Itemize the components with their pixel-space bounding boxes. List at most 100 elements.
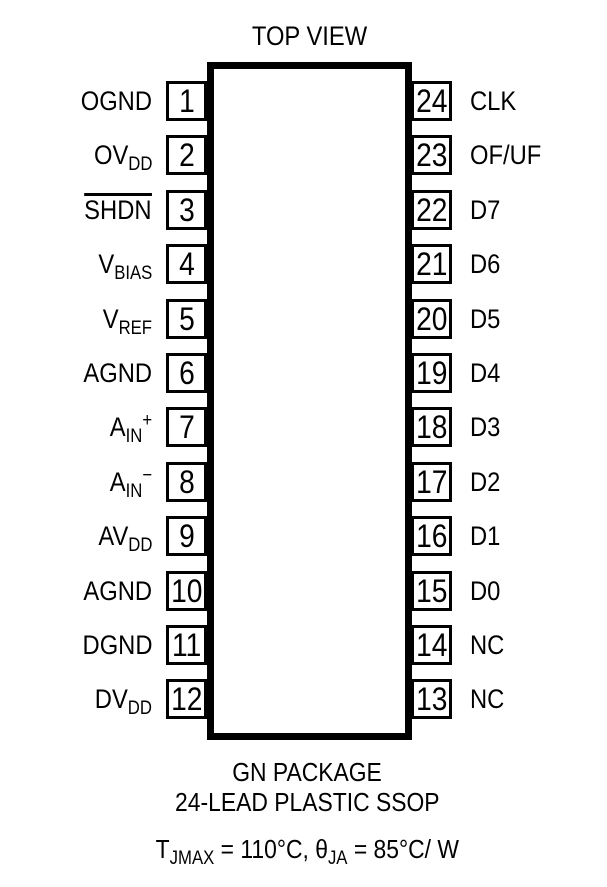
pin-row: 5 VREF bbox=[0, 299, 607, 339]
pin-row: 11 DGND bbox=[0, 625, 607, 665]
pin-number: 1 bbox=[178, 83, 195, 119]
pin-row: 17 D2 bbox=[0, 462, 607, 502]
label-text: D4 bbox=[470, 358, 501, 388]
subscript-text: IN bbox=[125, 426, 143, 447]
label-text: CLK bbox=[470, 86, 517, 116]
pin-label-text: D3 bbox=[470, 407, 500, 447]
pin-label: AGND bbox=[0, 353, 152, 393]
pin-number: 20 bbox=[416, 301, 448, 337]
label-text: NC bbox=[470, 630, 505, 660]
pin-label-text: VREF bbox=[103, 299, 152, 339]
pin-label-text: D5 bbox=[470, 299, 500, 339]
pin-label: SHDN bbox=[0, 190, 152, 230]
pin-label: AIN+ bbox=[0, 407, 152, 447]
subscript-text: DD bbox=[127, 154, 152, 175]
pin-number-box: 1 bbox=[166, 81, 207, 121]
pin-label-text: D2 bbox=[470, 462, 500, 502]
pin-label: OVDD bbox=[0, 135, 152, 175]
pin-number-box: 12 bbox=[166, 679, 207, 719]
label-text: A bbox=[109, 467, 126, 497]
pin-number-box: 5 bbox=[166, 299, 207, 339]
pin-label: OF/UF bbox=[470, 135, 551, 175]
pin-row: 6 AGND bbox=[0, 353, 607, 393]
pin-number-box: 11 bbox=[166, 625, 207, 665]
pin-label: D6 bbox=[470, 244, 505, 284]
pin-label-text: DVDD bbox=[95, 679, 152, 719]
overline-text: SHDN bbox=[84, 193, 152, 225]
pin-row: 9 AVDD bbox=[0, 516, 607, 556]
pin-row: 14 NC bbox=[0, 625, 607, 665]
label-text: D2 bbox=[470, 467, 501, 497]
pin-number: 8 bbox=[178, 464, 195, 500]
subscript-text: JA bbox=[327, 848, 348, 869]
pin-label: NC bbox=[470, 679, 509, 719]
pin-number: 10 bbox=[171, 573, 203, 609]
thermal-note-text: TJMAX = 110°C, θJA = 85°C/ W bbox=[155, 834, 458, 868]
pin-label-text: D4 bbox=[470, 353, 500, 393]
package-footer: GN PACKAGE 24-LEAD PLASTIC SSOP bbox=[7, 757, 607, 817]
pin-row: 12 DVDD bbox=[0, 679, 607, 719]
label-text: = 85°C/ W bbox=[347, 834, 459, 864]
pin-number: 11 bbox=[171, 627, 202, 663]
subscript-text: DD bbox=[127, 698, 152, 719]
pin-label-text: D1 bbox=[470, 516, 500, 556]
label-text: AV bbox=[97, 521, 128, 551]
pin-row: 24 CLK bbox=[0, 81, 607, 121]
pin-label-text: OF/UF bbox=[470, 135, 541, 175]
label-text: AGND bbox=[83, 358, 152, 388]
pin-number: 6 bbox=[178, 355, 195, 391]
label-text: T bbox=[155, 834, 170, 864]
thermal-note: TJMAX = 110°C, θJA = 85°C/ W bbox=[7, 834, 607, 868]
pin-label: AGND bbox=[0, 571, 152, 611]
subscript-text: DD bbox=[127, 535, 152, 556]
pin-label-text: VBIAS bbox=[98, 244, 152, 284]
pin-number: 2 bbox=[178, 137, 195, 173]
pin-number-box: 16 bbox=[411, 516, 452, 556]
subscript-text: BIAS bbox=[113, 263, 152, 284]
pin-row: 19 D4 bbox=[0, 353, 607, 393]
label-text: OV bbox=[93, 140, 128, 170]
pin-number-box: 14 bbox=[411, 625, 452, 665]
label-text: DGND bbox=[82, 630, 152, 660]
pin-row: 21 D6 bbox=[0, 244, 607, 284]
superscript-text: + bbox=[142, 410, 152, 431]
pin-label: D3 bbox=[470, 407, 505, 447]
pin-number-box: 4 bbox=[166, 244, 207, 284]
pin-row: 2 OVDD bbox=[0, 135, 607, 175]
label-text: OGND bbox=[80, 86, 152, 116]
pin-number: 3 bbox=[178, 192, 195, 228]
top-view-title-text: TOP VIEW bbox=[251, 21, 368, 51]
pin-label-text: AGND bbox=[83, 571, 152, 611]
pin-label: VREF bbox=[0, 299, 152, 339]
package-name: GN PACKAGE bbox=[7, 757, 607, 787]
superscript-text: − bbox=[142, 465, 152, 486]
pin-number-box: 22 bbox=[411, 190, 452, 230]
pin-number-box: 17 bbox=[411, 462, 452, 502]
pin-label-text: AVDD bbox=[98, 516, 152, 556]
pin-row: 8 AIN− bbox=[0, 462, 607, 502]
pin-label-text: OVDD bbox=[94, 135, 152, 175]
pin-number: 16 bbox=[416, 518, 448, 554]
pin-label-text: CLK bbox=[470, 81, 516, 121]
pin-number-box: 19 bbox=[411, 353, 452, 393]
pin-label: VBIAS bbox=[0, 244, 152, 284]
pin-number: 9 bbox=[178, 518, 195, 554]
pin-label: AIN− bbox=[0, 462, 152, 502]
pin-label-text: AIN+ bbox=[110, 407, 152, 447]
label-text: AGND bbox=[83, 576, 152, 606]
pin-row: 20 D5 bbox=[0, 299, 607, 339]
pin-number-box: 24 bbox=[411, 81, 452, 121]
pin-label: DGND bbox=[0, 625, 152, 665]
package-name-text: GN PACKAGE bbox=[232, 757, 382, 787]
pin-row: 4 VBIAS bbox=[0, 244, 607, 284]
pin-number-box: 13 bbox=[411, 679, 452, 719]
pin-row: 3 SHDN bbox=[0, 190, 607, 230]
label-text: D0 bbox=[470, 576, 501, 606]
pin-number: 21 bbox=[416, 246, 448, 282]
pin-number: 17 bbox=[416, 464, 448, 500]
top-view-title: TOP VIEW bbox=[207, 22, 412, 50]
label-text: D5 bbox=[470, 304, 501, 334]
